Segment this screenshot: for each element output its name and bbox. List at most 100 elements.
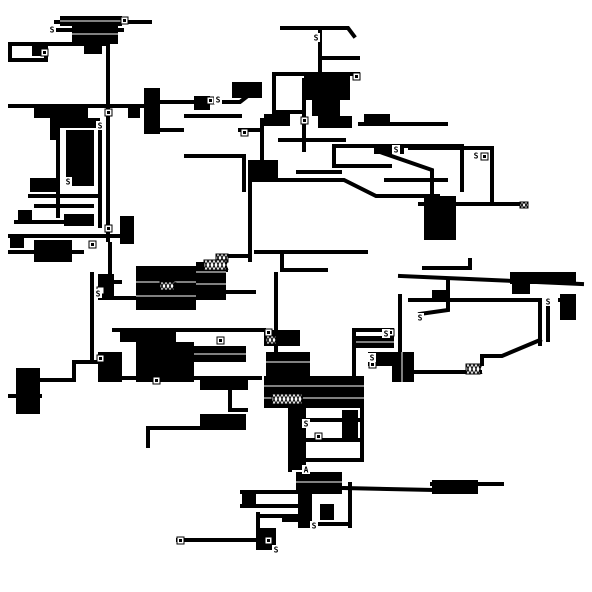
glyph-backing: [302, 465, 310, 474]
room: [432, 290, 446, 300]
corridor: [280, 26, 357, 39]
room: [120, 216, 134, 244]
grate-icon: [465, 363, 483, 375]
room: [232, 82, 262, 98]
glyph-backing: [64, 177, 72, 186]
stairs-icon: S: [312, 522, 317, 531]
stairs-icon: S: [394, 146, 399, 155]
door-icon: [96, 354, 105, 363]
glyph-backing: [48, 25, 56, 34]
room: [304, 72, 350, 100]
stairs-icon: S: [66, 178, 71, 187]
stairs-icon: S: [216, 96, 221, 105]
corridor: [332, 144, 392, 168]
room: [320, 504, 334, 520]
room: [560, 294, 576, 320]
corridor: [272, 72, 306, 114]
corridor: [408, 298, 542, 346]
stairs-icon: S: [50, 26, 55, 35]
door-icon: [104, 224, 113, 233]
corridor: [248, 178, 440, 198]
glyph-backing: [312, 33, 320, 42]
altar-icon: A: [304, 466, 309, 475]
room: [266, 352, 310, 376]
door-icon: [120, 16, 129, 25]
room: [392, 352, 414, 382]
door-icon: [314, 432, 323, 441]
room: [194, 96, 210, 110]
room: [364, 114, 390, 126]
glyph-backing: [368, 353, 376, 362]
room: [32, 46, 46, 56]
room: [120, 328, 176, 342]
corridor: [408, 146, 494, 202]
room: [34, 106, 88, 118]
glyph-backing: [214, 95, 222, 104]
room: [510, 272, 576, 284]
stairs-icon: S: [370, 354, 375, 363]
room: [34, 240, 72, 262]
door-markers: [40, 16, 489, 545]
corridor: [341, 485, 435, 493]
room: [66, 130, 94, 186]
door-icon: [40, 48, 49, 57]
glyph-backing: [94, 289, 102, 298]
room: [16, 368, 40, 414]
room: [200, 376, 248, 390]
door-icon: [216, 336, 225, 345]
grate-icon: [519, 201, 529, 209]
room: [432, 480, 478, 494]
glyph-backing: [96, 121, 104, 130]
grate-markers: [159, 201, 529, 405]
door-icon: [240, 128, 249, 137]
glyph-backing: [544, 297, 552, 306]
room: [144, 88, 160, 134]
door-icon: [152, 376, 161, 385]
door-icon: [480, 152, 489, 161]
room: [50, 128, 60, 140]
door-icon: [300, 116, 309, 125]
room: [424, 196, 456, 240]
room: [18, 210, 32, 222]
room-blocks: [10, 16, 576, 550]
grate-icon: [159, 281, 177, 291]
room: [296, 472, 342, 494]
room: [290, 408, 306, 470]
room: [50, 118, 100, 128]
room: [136, 342, 194, 382]
stairs-icon: S: [384, 330, 389, 339]
room: [282, 514, 298, 522]
corridor: [480, 337, 543, 366]
room: [128, 104, 140, 118]
corridor: [422, 258, 472, 270]
room: [312, 100, 340, 116]
room: [30, 178, 58, 192]
corridor: [38, 362, 76, 382]
glyph-backing: [472, 151, 480, 160]
glyph-backing: [302, 419, 310, 428]
grate-icon: [265, 335, 279, 345]
room: [264, 114, 290, 126]
room: [318, 116, 352, 128]
door-icon: [352, 72, 361, 81]
room: [374, 146, 404, 154]
room: [200, 414, 246, 430]
grate-icon: [271, 393, 305, 405]
room: [342, 410, 358, 440]
corridor: [280, 254, 328, 272]
stairs-icon: S: [96, 290, 101, 299]
door-icon: [104, 108, 113, 117]
room: [72, 26, 118, 44]
room: [84, 44, 102, 54]
room: [64, 214, 94, 226]
door-icon: [206, 96, 215, 105]
grate-icon: [203, 259, 229, 271]
stairs-icon: S: [546, 298, 551, 307]
stairs-icon: S: [98, 122, 103, 131]
stairs-icon: S: [304, 420, 309, 429]
room: [298, 494, 312, 528]
door-icon: [88, 240, 97, 249]
